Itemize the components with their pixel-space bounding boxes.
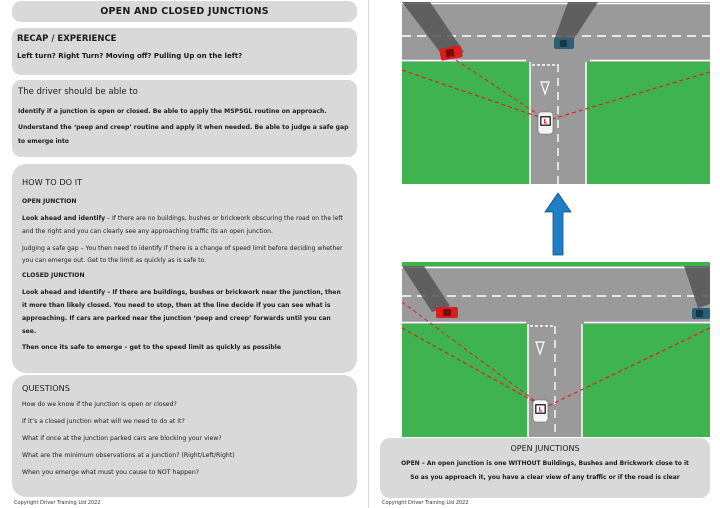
learner-car: L bbox=[537, 111, 554, 135]
give-way-triangle bbox=[540, 81, 550, 96]
recap-heading: RECAP / EXPERIENCE bbox=[17, 34, 117, 44]
red-car bbox=[439, 45, 463, 61]
give-way-triangle bbox=[535, 341, 545, 356]
how-to-panel: HOW TO DO IT OPEN JUNCTION Look ahead an… bbox=[12, 164, 357, 373]
question-item: What if once at the junction parked cars… bbox=[22, 435, 222, 442]
learner-plate: L bbox=[544, 119, 548, 126]
up-arrow-icon bbox=[544, 192, 572, 256]
open-junctions-line-1: OPEN – An open junction is one WITHOUT B… bbox=[401, 460, 689, 467]
blue-car bbox=[692, 308, 710, 319]
how-heading: HOW TO DO IT bbox=[22, 177, 83, 187]
sightline-right bbox=[547, 327, 710, 407]
question-item: When you emerge what must you cause to N… bbox=[22, 469, 200, 476]
driver-heading: The driver should be able to bbox=[18, 87, 138, 97]
left-page: OPEN AND CLOSED JUNCTIONS RECAP / EXPERI… bbox=[12, 1, 357, 506]
question-item: How do we know if the junction is open o… bbox=[22, 401, 177, 408]
view-shadow-right bbox=[554, 2, 598, 42]
view-shadow-left bbox=[402, 266, 450, 312]
learner-plate: L bbox=[539, 407, 543, 414]
red-car bbox=[436, 307, 458, 318]
questions-heading: QUESTIONS bbox=[22, 383, 70, 393]
recap-text: Left turn? Right Turn? Moving off? Pulli… bbox=[17, 52, 243, 60]
closed-junction-subheading: CLOSED JUNCTION bbox=[22, 272, 85, 280]
open-junction-diagram: L bbox=[402, 262, 710, 437]
driver-objective-1: Identify if a junction is open or closed… bbox=[18, 108, 327, 115]
sightline-car bbox=[402, 301, 543, 407]
questions-panel: QUESTIONS How do we know if the junction… bbox=[12, 375, 357, 497]
copyright-right: Copyright Driver Training Ltd 2022 bbox=[382, 500, 469, 506]
open-junctions-panel: OPEN JUNCTIONS OPEN – An open junction i… bbox=[380, 438, 710, 498]
emerge-text: Then once its safe to emerge – get to th… bbox=[22, 344, 281, 352]
open-junction-body: – If there are no buildings, bushes or b… bbox=[22, 215, 343, 235]
copyright-left: Copyright Driver Training Ltd 2022 bbox=[14, 500, 101, 506]
driver-objective-2: Understand the ‘peep and creep’ routine … bbox=[18, 124, 349, 145]
open-junctions-heading: OPEN JUNCTIONS bbox=[510, 444, 580, 453]
question-item: If it’s a closed junction what will we n… bbox=[22, 418, 185, 425]
page-divider bbox=[368, 0, 369, 508]
sightline-left bbox=[402, 327, 543, 407]
open-junction-lead: Look ahead and identify bbox=[22, 215, 106, 222]
driver-objectives-panel: The driver should be able to Identify if… bbox=[12, 80, 357, 157]
title-panel: OPEN AND CLOSED JUNCTIONS bbox=[12, 1, 357, 22]
page-title: OPEN AND CLOSED JUNCTIONS bbox=[100, 6, 269, 17]
learner-car: L bbox=[532, 399, 549, 423]
view-shadow-left bbox=[402, 2, 464, 60]
view-shadow-right bbox=[684, 266, 710, 308]
open-junction-text: Look ahead and identify – If there are n… bbox=[22, 213, 347, 239]
open-junction-subheading: OPEN JUNCTION bbox=[22, 198, 77, 205]
closed-junction-diagram: L bbox=[402, 2, 710, 184]
blue-car bbox=[554, 38, 574, 49]
recap-panel: RECAP / EXPERIENCE Left turn? Right Turn… bbox=[12, 28, 357, 75]
closed-junction-text: Look ahead and identify – If there are b… bbox=[22, 289, 341, 335]
safe-gap-text: Judging a safe gap – You then need to id… bbox=[22, 244, 343, 265]
sightline-car bbox=[449, 55, 546, 120]
open-junctions-line-2: So as you approach it, you have a clear … bbox=[410, 474, 680, 481]
question-item: What are the minimum observations at a j… bbox=[22, 452, 235, 459]
